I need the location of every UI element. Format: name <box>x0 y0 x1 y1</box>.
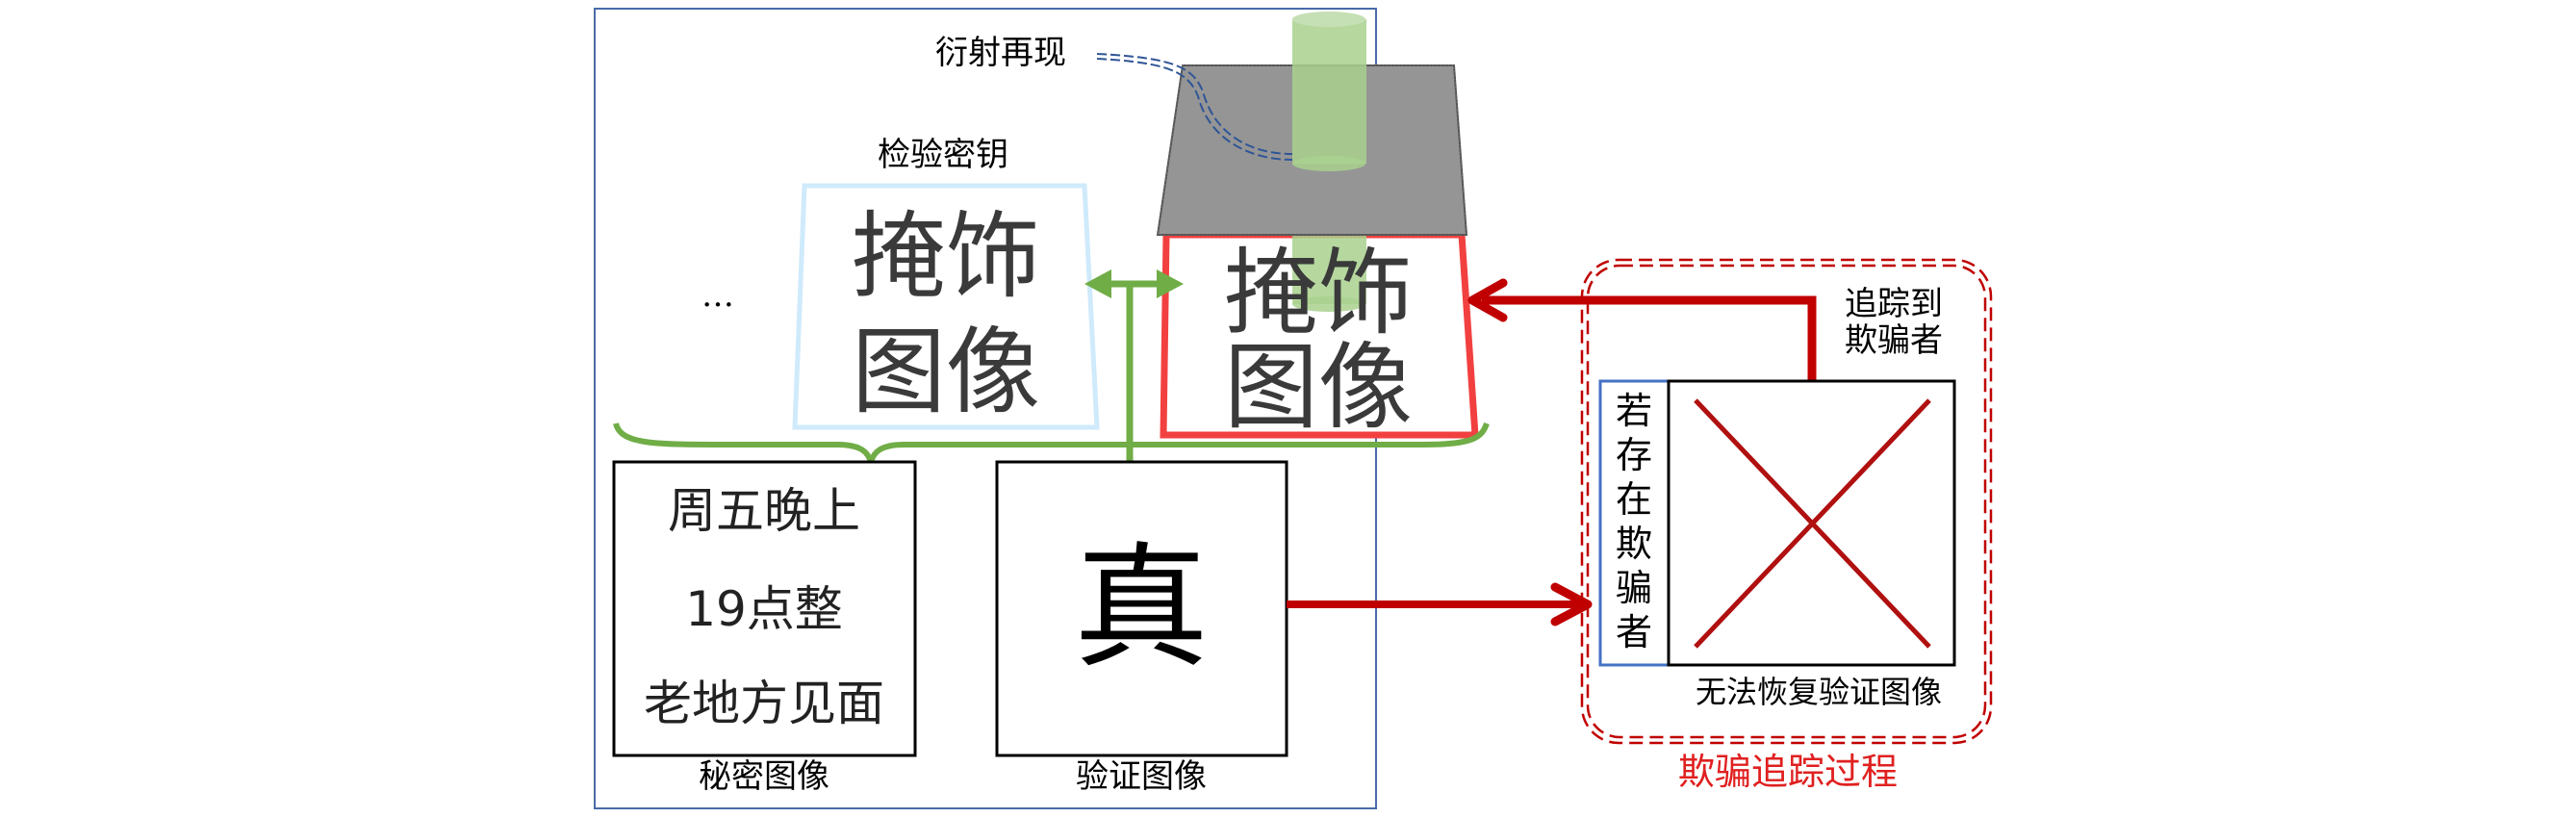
cover-image-text-line1: 掩饰 <box>1224 239 1413 348</box>
secret-text-line2: 19点整 <box>685 581 843 637</box>
check-key-text-line2: 图像 <box>852 318 1040 427</box>
check-key-text-line1: 掩饰 <box>852 202 1040 312</box>
cheater-condition-char: 存 <box>1616 434 1652 476</box>
diffraction-pointer <box>1096 53 1293 155</box>
group-brace <box>613 422 1490 473</box>
trace-return-arrowhead <box>1467 278 1508 322</box>
arrowhead-right <box>1157 269 1184 298</box>
cylinder-upper <box>1292 19 1366 164</box>
cannot-recover-label: 无法恢复验证图像 <box>1696 674 1942 710</box>
tracing-process-frame-inner <box>1586 264 1987 739</box>
cheater-condition-char: 骗 <box>1616 567 1652 609</box>
cross-icon-stroke2 <box>1694 398 1931 649</box>
trace-return-arrow <box>1482 295 1817 381</box>
verify-image-box <box>995 460 1288 757</box>
cylinder-lower <box>1292 231 1366 304</box>
diffraction-label: 衍射再现 <box>935 34 1066 72</box>
cheater-condition-char: 若 <box>1616 390 1652 432</box>
cylinder-top <box>1292 12 1365 27</box>
check-key-frame <box>792 183 1100 430</box>
secret-text-line3: 老地方见面 <box>644 676 884 731</box>
secret-text-line1: 周五晚上 <box>668 483 860 539</box>
diffraction-pointer-2 <box>1096 58 1293 161</box>
arrowhead-left <box>1084 269 1111 298</box>
check-key-label: 检验密钥 <box>878 136 1008 174</box>
secret-image-box <box>612 460 917 757</box>
tracing-process-title: 欺骗追踪过程 <box>1678 751 1898 793</box>
cheater-condition-char: 欺 <box>1616 523 1652 565</box>
cylinder-bottom <box>1292 296 1365 312</box>
tracing-process-frame <box>1580 258 1993 745</box>
verify-image-caption: 验证图像 <box>1076 757 1207 796</box>
cheater-condition-char: 在 <box>1616 478 1652 521</box>
traced-label-line1: 追踪到 <box>1845 285 1943 323</box>
traced-label-line2: 欺骗者 <box>1845 321 1943 360</box>
cover-image-text-line2: 图像 <box>1224 333 1413 443</box>
cylinder-base <box>1292 156 1365 171</box>
secret-image-caption: 秘密图像 <box>699 757 829 796</box>
ellipsis: … <box>701 276 734 315</box>
verify-char: 真 <box>1074 530 1209 687</box>
cheater-condition-char: 者 <box>1616 611 1652 653</box>
